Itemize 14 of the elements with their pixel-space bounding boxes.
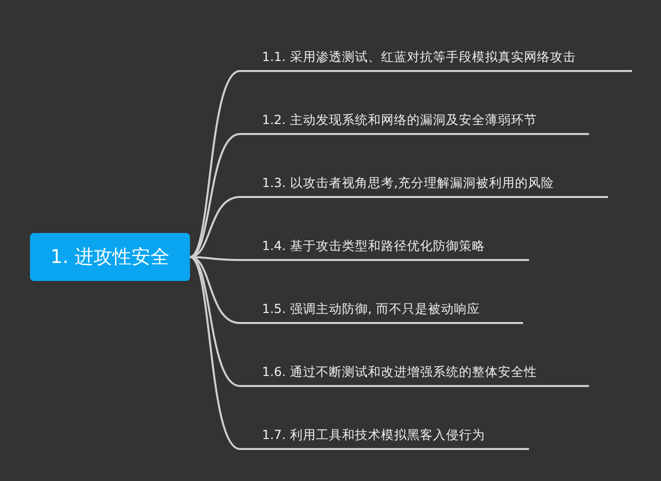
branch-topic: 1.2. 主动发现系统和网络的漏洞及安全薄弱环节: [240, 106, 589, 135]
branch-topic: 1.7. 利用工具和技术模拟黑客入侵行为: [240, 421, 529, 450]
branch-topic: 1.1. 采用渗透测试、红蓝对抗等手段模拟真实网络攻击: [240, 43, 632, 72]
branch-connector: [189, 256, 240, 450]
topic-box: 1. 进攻性安全: [30, 233, 190, 281]
branch-topic: 1.3. 以攻击者视角思考,充分理解漏洞被利用的风险: [240, 169, 608, 198]
branch-connector: [190, 256, 240, 387]
branch-connector: [190, 196, 240, 258]
branch-topic: 1.6. 通过不断测试和改进增强系统的整体安全性: [240, 358, 589, 387]
branch-connector: [189, 70, 240, 258]
branch-connector: [190, 133, 240, 258]
branch-topic: 1.5. 强调主动防御, 而不只是被动响应: [240, 295, 523, 324]
branch-connector: [190, 256, 240, 324]
branch-topic: 1.4. 基于攻击类型和路径优化防御策略: [240, 232, 529, 261]
